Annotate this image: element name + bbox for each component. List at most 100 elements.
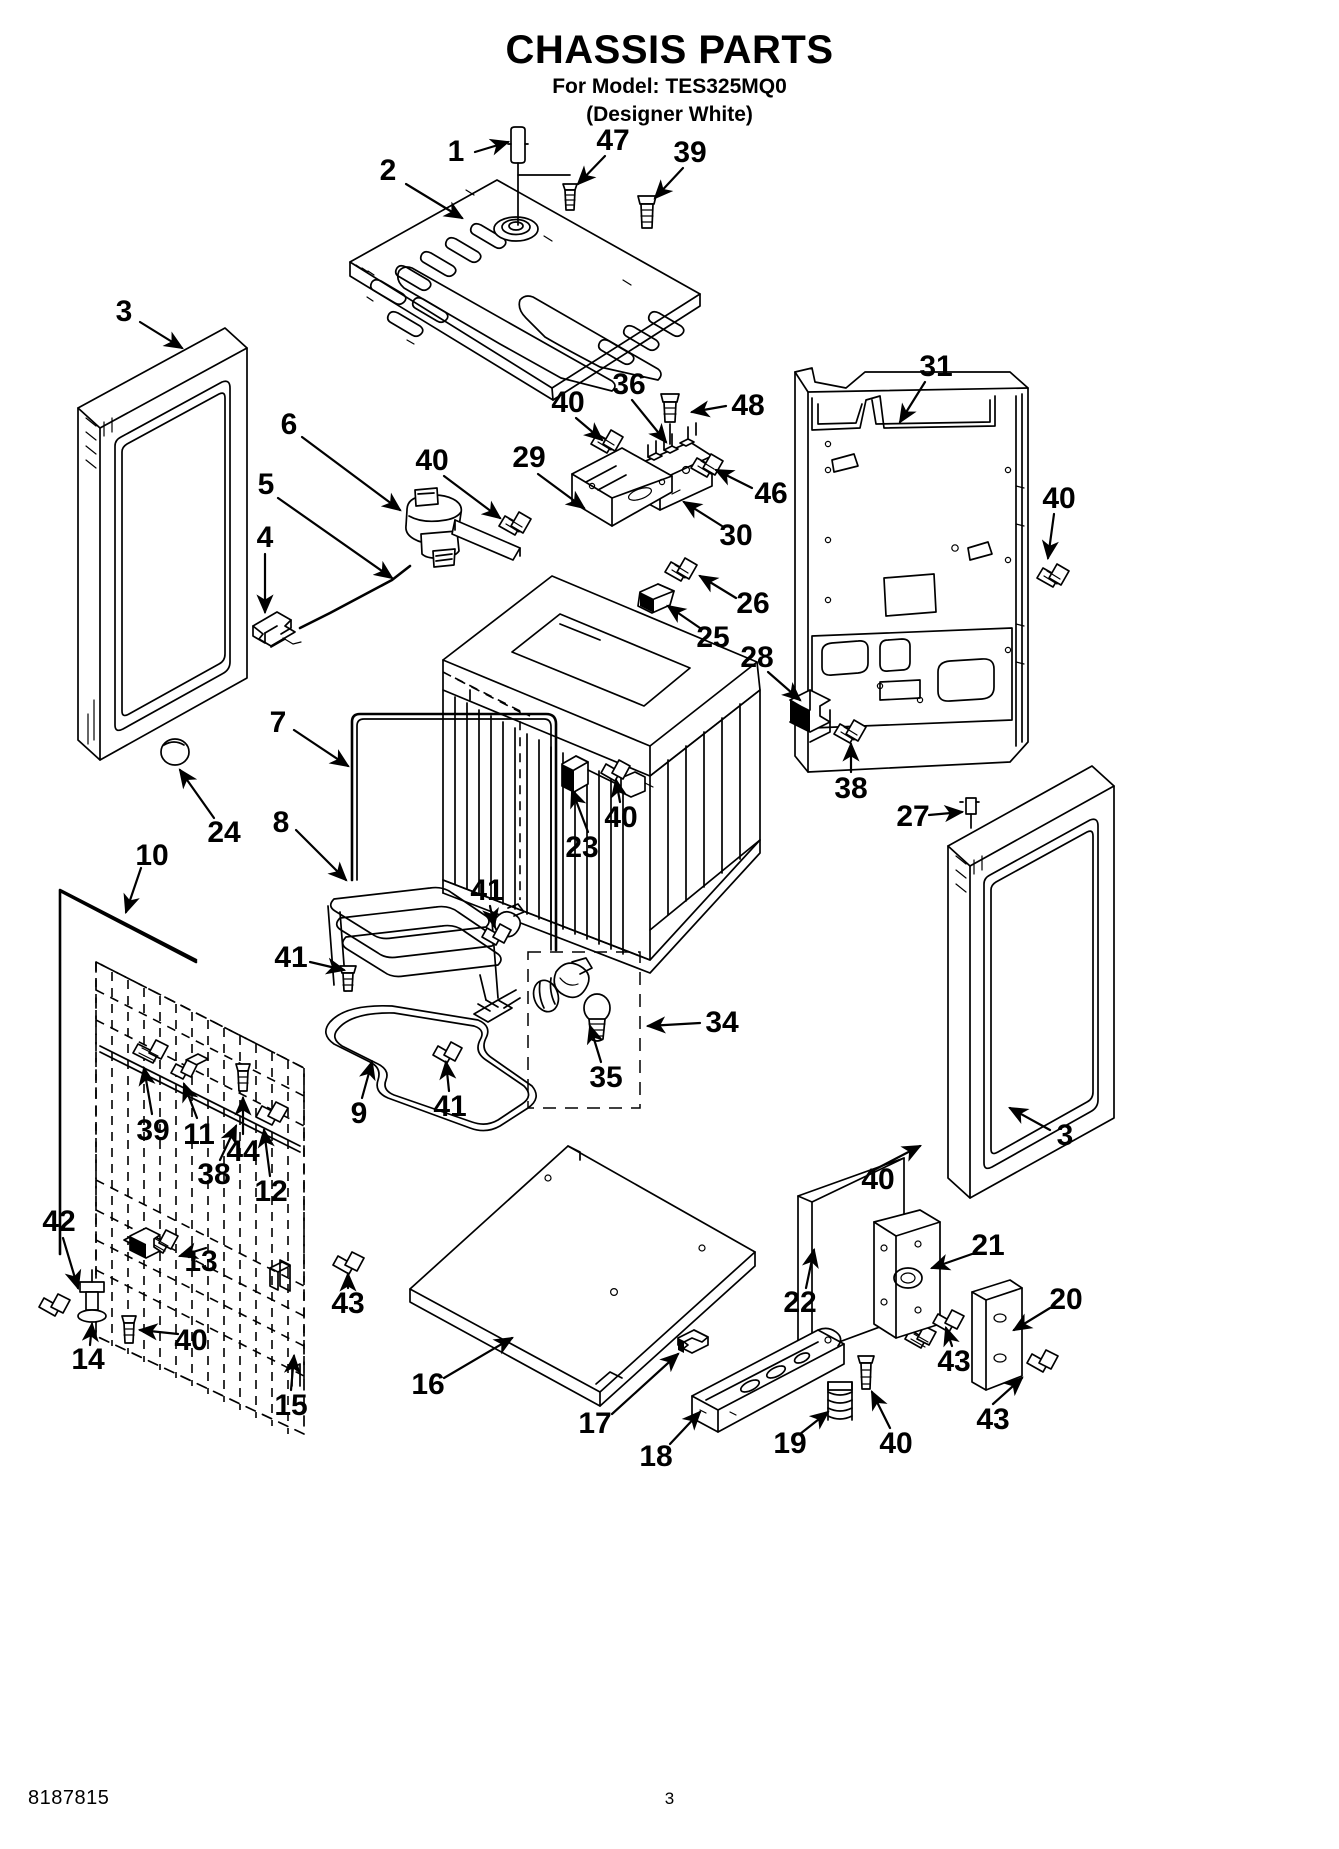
callout-29: 29 — [512, 441, 546, 474]
part-rail-18 — [691, 1327, 845, 1433]
callout-43-left: 43 — [331, 1287, 365, 1320]
callout-24: 24 — [207, 816, 241, 849]
part-screw-40-g — [857, 1355, 875, 1390]
callout-40-g: 40 — [879, 1427, 913, 1460]
callout-40-d: 40 — [604, 801, 638, 834]
model-subtitle: For Model: TES325MQ0 — [552, 75, 787, 98]
callout-35: 35 — [589, 1061, 623, 1094]
callout-41-c: 41 — [433, 1090, 467, 1123]
part-door-panel-3-right — [947, 765, 1115, 1199]
part-screw-43-a — [932, 1309, 965, 1333]
callout-17: 17 — [578, 1407, 612, 1440]
part-lamp-bulb-34 — [583, 993, 611, 1042]
callout-39-lower: 39 — [136, 1114, 170, 1147]
callout-48: 48 — [731, 389, 765, 422]
part-screw-39-lower — [132, 1039, 169, 1064]
callout-28: 28 — [740, 641, 774, 674]
part-screw-47 — [517, 174, 578, 211]
footer-page-number: 3 — [664, 1789, 675, 1808]
callout-38-lower: 38 — [197, 1158, 231, 1191]
callout-7: 7 — [269, 706, 287, 739]
part-screw-43-left — [332, 1251, 365, 1275]
callout-42: 42 — [42, 1205, 76, 1238]
part-switch-25 — [637, 583, 675, 614]
footer-part-number: 8187815 — [28, 1787, 110, 1809]
part-lamp-socket-35 — [532, 957, 593, 1013]
callout-5: 5 — [257, 468, 275, 501]
callout-2: 2 — [379, 154, 397, 187]
callout-41-a: 41 — [470, 874, 504, 907]
callout-30: 30 — [719, 519, 753, 552]
callout-10: 10 — [135, 839, 169, 872]
callout-13: 13 — [184, 1245, 218, 1278]
callout-36: 36 — [612, 368, 646, 401]
callout-19: 19 — [773, 1427, 807, 1460]
callout-34: 34 — [705, 1006, 739, 1039]
part-strike-plate-20 — [971, 1279, 1023, 1391]
part-cooktop-2 — [349, 179, 701, 401]
part-screw-42 — [38, 1293, 71, 1317]
part-hinge-bracket-21 — [873, 1209, 941, 1339]
part-screw-41-a — [481, 923, 512, 946]
part-screw-40-f — [121, 1315, 137, 1344]
part-screw-40-e — [904, 1325, 937, 1349]
model-variant: (Designer White) — [586, 103, 753, 126]
callout-27: 27 — [896, 800, 930, 833]
part-bracket-13 — [129, 1227, 161, 1259]
part-screw-40-b — [498, 511, 532, 536]
callout-8: 8 — [272, 806, 290, 839]
callout-25: 25 — [696, 621, 730, 654]
part-screw-39-top — [637, 195, 657, 229]
callout-21: 21 — [971, 1229, 1005, 1262]
callout-14: 14 — [71, 1343, 105, 1376]
part-rail-bracket-29 — [571, 447, 673, 527]
part-seal-7 — [350, 712, 558, 952]
part-stud-12 — [255, 1101, 289, 1126]
callout-3-left: 3 — [115, 295, 133, 328]
part-screw-36 — [660, 393, 680, 445]
callout-26: 26 — [736, 587, 770, 620]
callout-43-a: 43 — [937, 1345, 971, 1378]
part-screw-26 — [664, 557, 698, 582]
part-insulation-10 — [58, 888, 305, 1435]
diagram-header: CHASSIS PARTS For Model: TES325MQ0 (Desi… — [0, 28, 1339, 128]
callout-20: 20 — [1049, 1283, 1083, 1316]
part-clip-17 — [677, 1329, 709, 1354]
part-screw-40-c — [1036, 563, 1070, 588]
part-pin-1 — [507, 126, 529, 226]
callout-4: 4 — [256, 521, 274, 554]
part-pin-27 — [959, 797, 980, 829]
callout-11: 11 — [183, 1118, 215, 1151]
callout-9: 9 — [350, 1097, 368, 1130]
callout-39-top: 39 — [673, 136, 707, 169]
part-screw-43-b — [1026, 1349, 1059, 1373]
callout-38-right: 38 — [834, 772, 868, 805]
part-screw-44 — [235, 1063, 251, 1092]
part-rear-panel-31 — [794, 367, 1029, 773]
callout-41-b: 41 — [274, 941, 308, 974]
callout-43-b: 43 — [976, 1403, 1010, 1436]
page-title: CHASSIS PARTS — [505, 28, 834, 72]
part-knob-24 — [160, 738, 190, 766]
callout-6: 6 — [280, 408, 298, 441]
part-door-panel-3-left — [77, 327, 248, 761]
callout-40-c: 40 — [1042, 482, 1076, 515]
part-spring-19 — [827, 1381, 853, 1421]
callout-16: 16 — [411, 1368, 445, 1401]
callout-12: 12 — [254, 1175, 288, 1208]
callout-44: 44 — [226, 1135, 260, 1168]
callout-40-a: 40 — [551, 386, 585, 419]
part-clip-bracket-4 — [252, 611, 302, 648]
callout-1: 1 — [447, 135, 465, 168]
callout-40-f: 40 — [174, 1324, 208, 1357]
part-oven-cavity — [442, 575, 761, 974]
part-lamp-assembly-34 — [527, 951, 641, 1109]
callout-40-b: 40 — [415, 444, 449, 477]
callout-22: 22 — [783, 1286, 817, 1319]
callout-31: 31 — [919, 350, 953, 383]
callout-18: 18 — [639, 1440, 673, 1473]
callout-46: 46 — [754, 477, 788, 510]
part-screw-11 — [170, 1059, 198, 1080]
